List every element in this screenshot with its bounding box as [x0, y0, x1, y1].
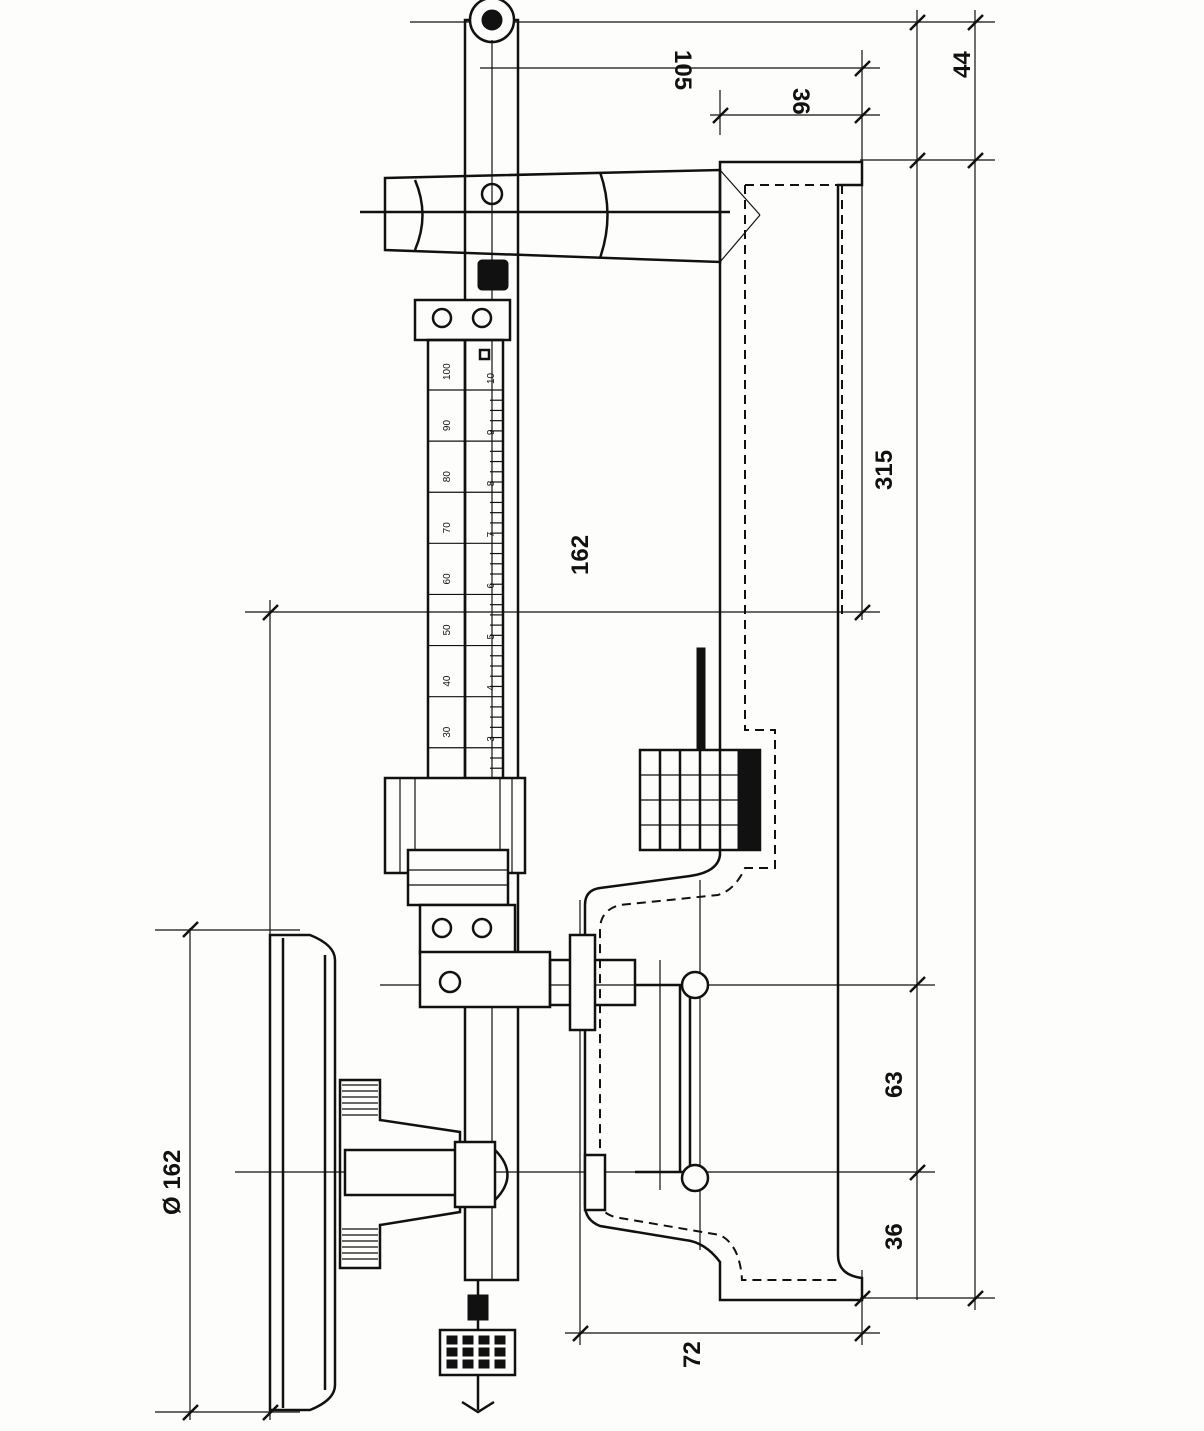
- scale-label-upper: 100: [442, 363, 453, 380]
- base-housing: [583, 160, 864, 1302]
- dim-36-bottom: 36: [881, 1223, 908, 1250]
- scale-label-upper: 90: [442, 420, 453, 432]
- dim-72: 72: [679, 1341, 706, 1368]
- scale-label-upper: 30: [442, 726, 453, 738]
- dim-315: 315: [871, 450, 898, 490]
- knob-grid: [446, 1335, 506, 1369]
- dim-36-top: 36: [787, 88, 814, 115]
- knob-cell: [494, 1359, 506, 1369]
- adjustment-knob: [438, 1280, 517, 1414]
- knob-cell: [478, 1359, 490, 1369]
- knob-cell: [462, 1359, 474, 1369]
- knob-cell: [494, 1335, 506, 1345]
- knurled-collar: [342, 1084, 378, 1260]
- sliding-rider: [383, 776, 527, 907]
- knob-cell: [478, 1347, 490, 1357]
- knob-cell: [494, 1347, 506, 1357]
- pan-support: [338, 1078, 509, 1270]
- knob-cell: [446, 1359, 458, 1369]
- scale-label-lower: 7: [486, 531, 497, 537]
- knob-cell: [446, 1347, 458, 1357]
- counter-weight: [638, 647, 762, 852]
- dim-162: 162: [567, 535, 594, 575]
- pivot-bracket: [418, 903, 710, 1212]
- scale-label-upper: 40: [442, 675, 453, 687]
- dim-44: 44: [949, 51, 976, 78]
- weighing-pan: [268, 933, 337, 1412]
- dimension-labels: 105 36 44 315 162 Ø 162 63 36 72: [159, 50, 976, 1368]
- dim-105: 105: [669, 50, 696, 90]
- scale-label-lower: 10: [486, 372, 497, 384]
- knob-cell: [446, 1335, 458, 1345]
- scale-label-upper: 60: [442, 573, 453, 585]
- scale-label-lower: 4: [486, 685, 497, 691]
- knob-cell: [462, 1347, 474, 1357]
- scale-label-lower: 5: [486, 634, 497, 640]
- scale-label-upper: 50: [442, 624, 453, 636]
- knob-cell: [478, 1335, 490, 1345]
- scale-label-lower: 9: [486, 429, 497, 435]
- column-post: [360, 168, 761, 264]
- scale-label-upper: 80: [442, 471, 453, 483]
- scale-ticks: 10120230340450560670780890910010: [428, 363, 503, 851]
- dimension-lines: [155, 10, 995, 1421]
- scale-label-lower: 6: [486, 582, 497, 588]
- knob-cell: [462, 1335, 474, 1345]
- scale-label-upper: 70: [442, 522, 453, 534]
- scale-label-lower: 8: [486, 480, 497, 486]
- dim-63: 63: [881, 1071, 908, 1098]
- scale-label-lower: 3: [486, 736, 497, 742]
- dim-diameter-162: Ø 162: [159, 1150, 186, 1215]
